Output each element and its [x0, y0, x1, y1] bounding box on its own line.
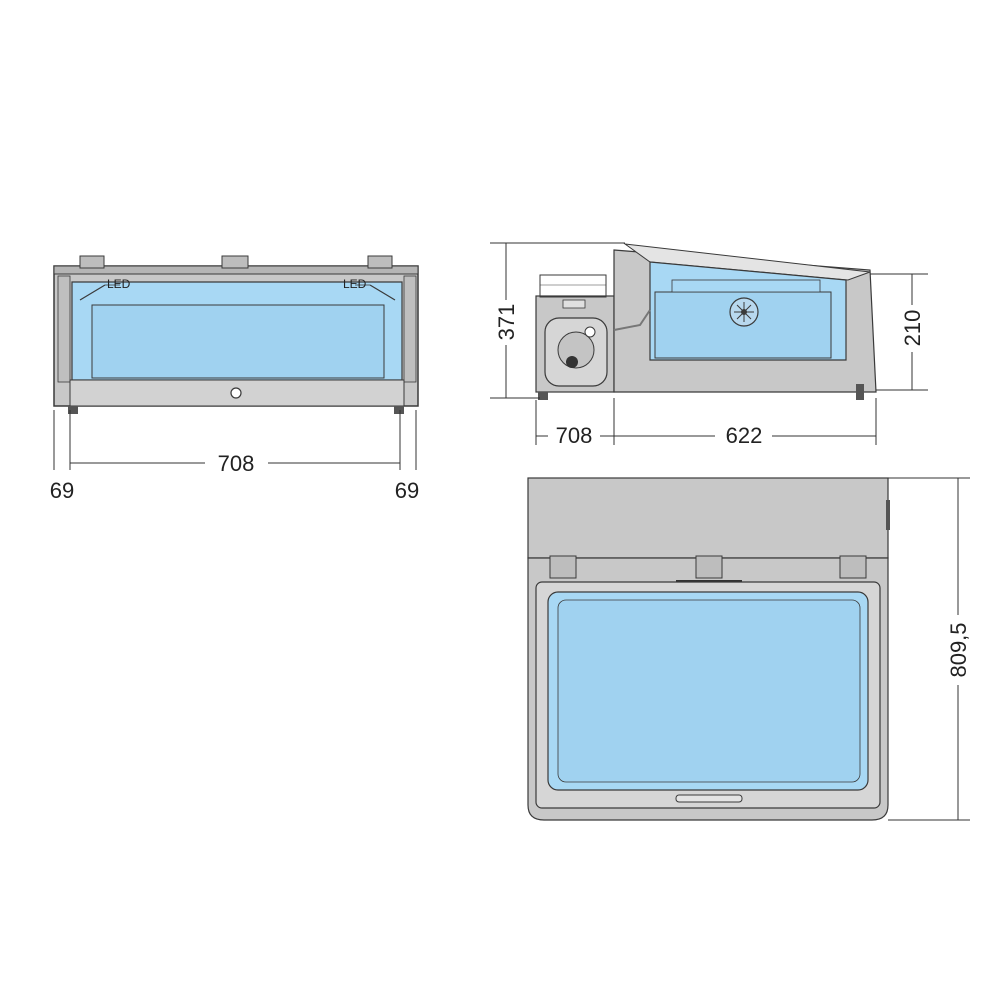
- led-label-right: LED: [343, 277, 367, 291]
- dim-side-depth-unit: 708: [556, 423, 593, 448]
- fan-icon: [729, 297, 759, 327]
- hinge-icon: [549, 555, 867, 579]
- led-label-left: LED: [107, 277, 131, 291]
- front-inner-tray: [91, 304, 385, 379]
- dim-side-height-tray: 210: [900, 310, 925, 347]
- hinge-icon: [79, 255, 393, 269]
- top-view: 809,5: [527, 477, 971, 821]
- front-control-knob: [230, 387, 242, 399]
- compressor-icon: [544, 317, 608, 387]
- dim-top-depth-total: 809,5: [946, 622, 971, 677]
- dim-side-depth-tray: 622: [726, 423, 763, 448]
- side-view: 371 210 708 622: [490, 242, 928, 448]
- dim-front-width: 708: [218, 451, 255, 476]
- front-view: LED LED 708 69 69: [50, 255, 419, 503]
- top-handle: [675, 794, 743, 803]
- dim-front-left-margin: 69: [50, 478, 74, 503]
- led-strip-right: [369, 284, 396, 301]
- top-back-panel: [527, 477, 889, 559]
- led-strip-left: [79, 284, 106, 301]
- side-glass-lid: [623, 243, 871, 281]
- dim-side-height-total: 371: [494, 304, 519, 341]
- dim-front-right-margin: 69: [395, 478, 419, 503]
